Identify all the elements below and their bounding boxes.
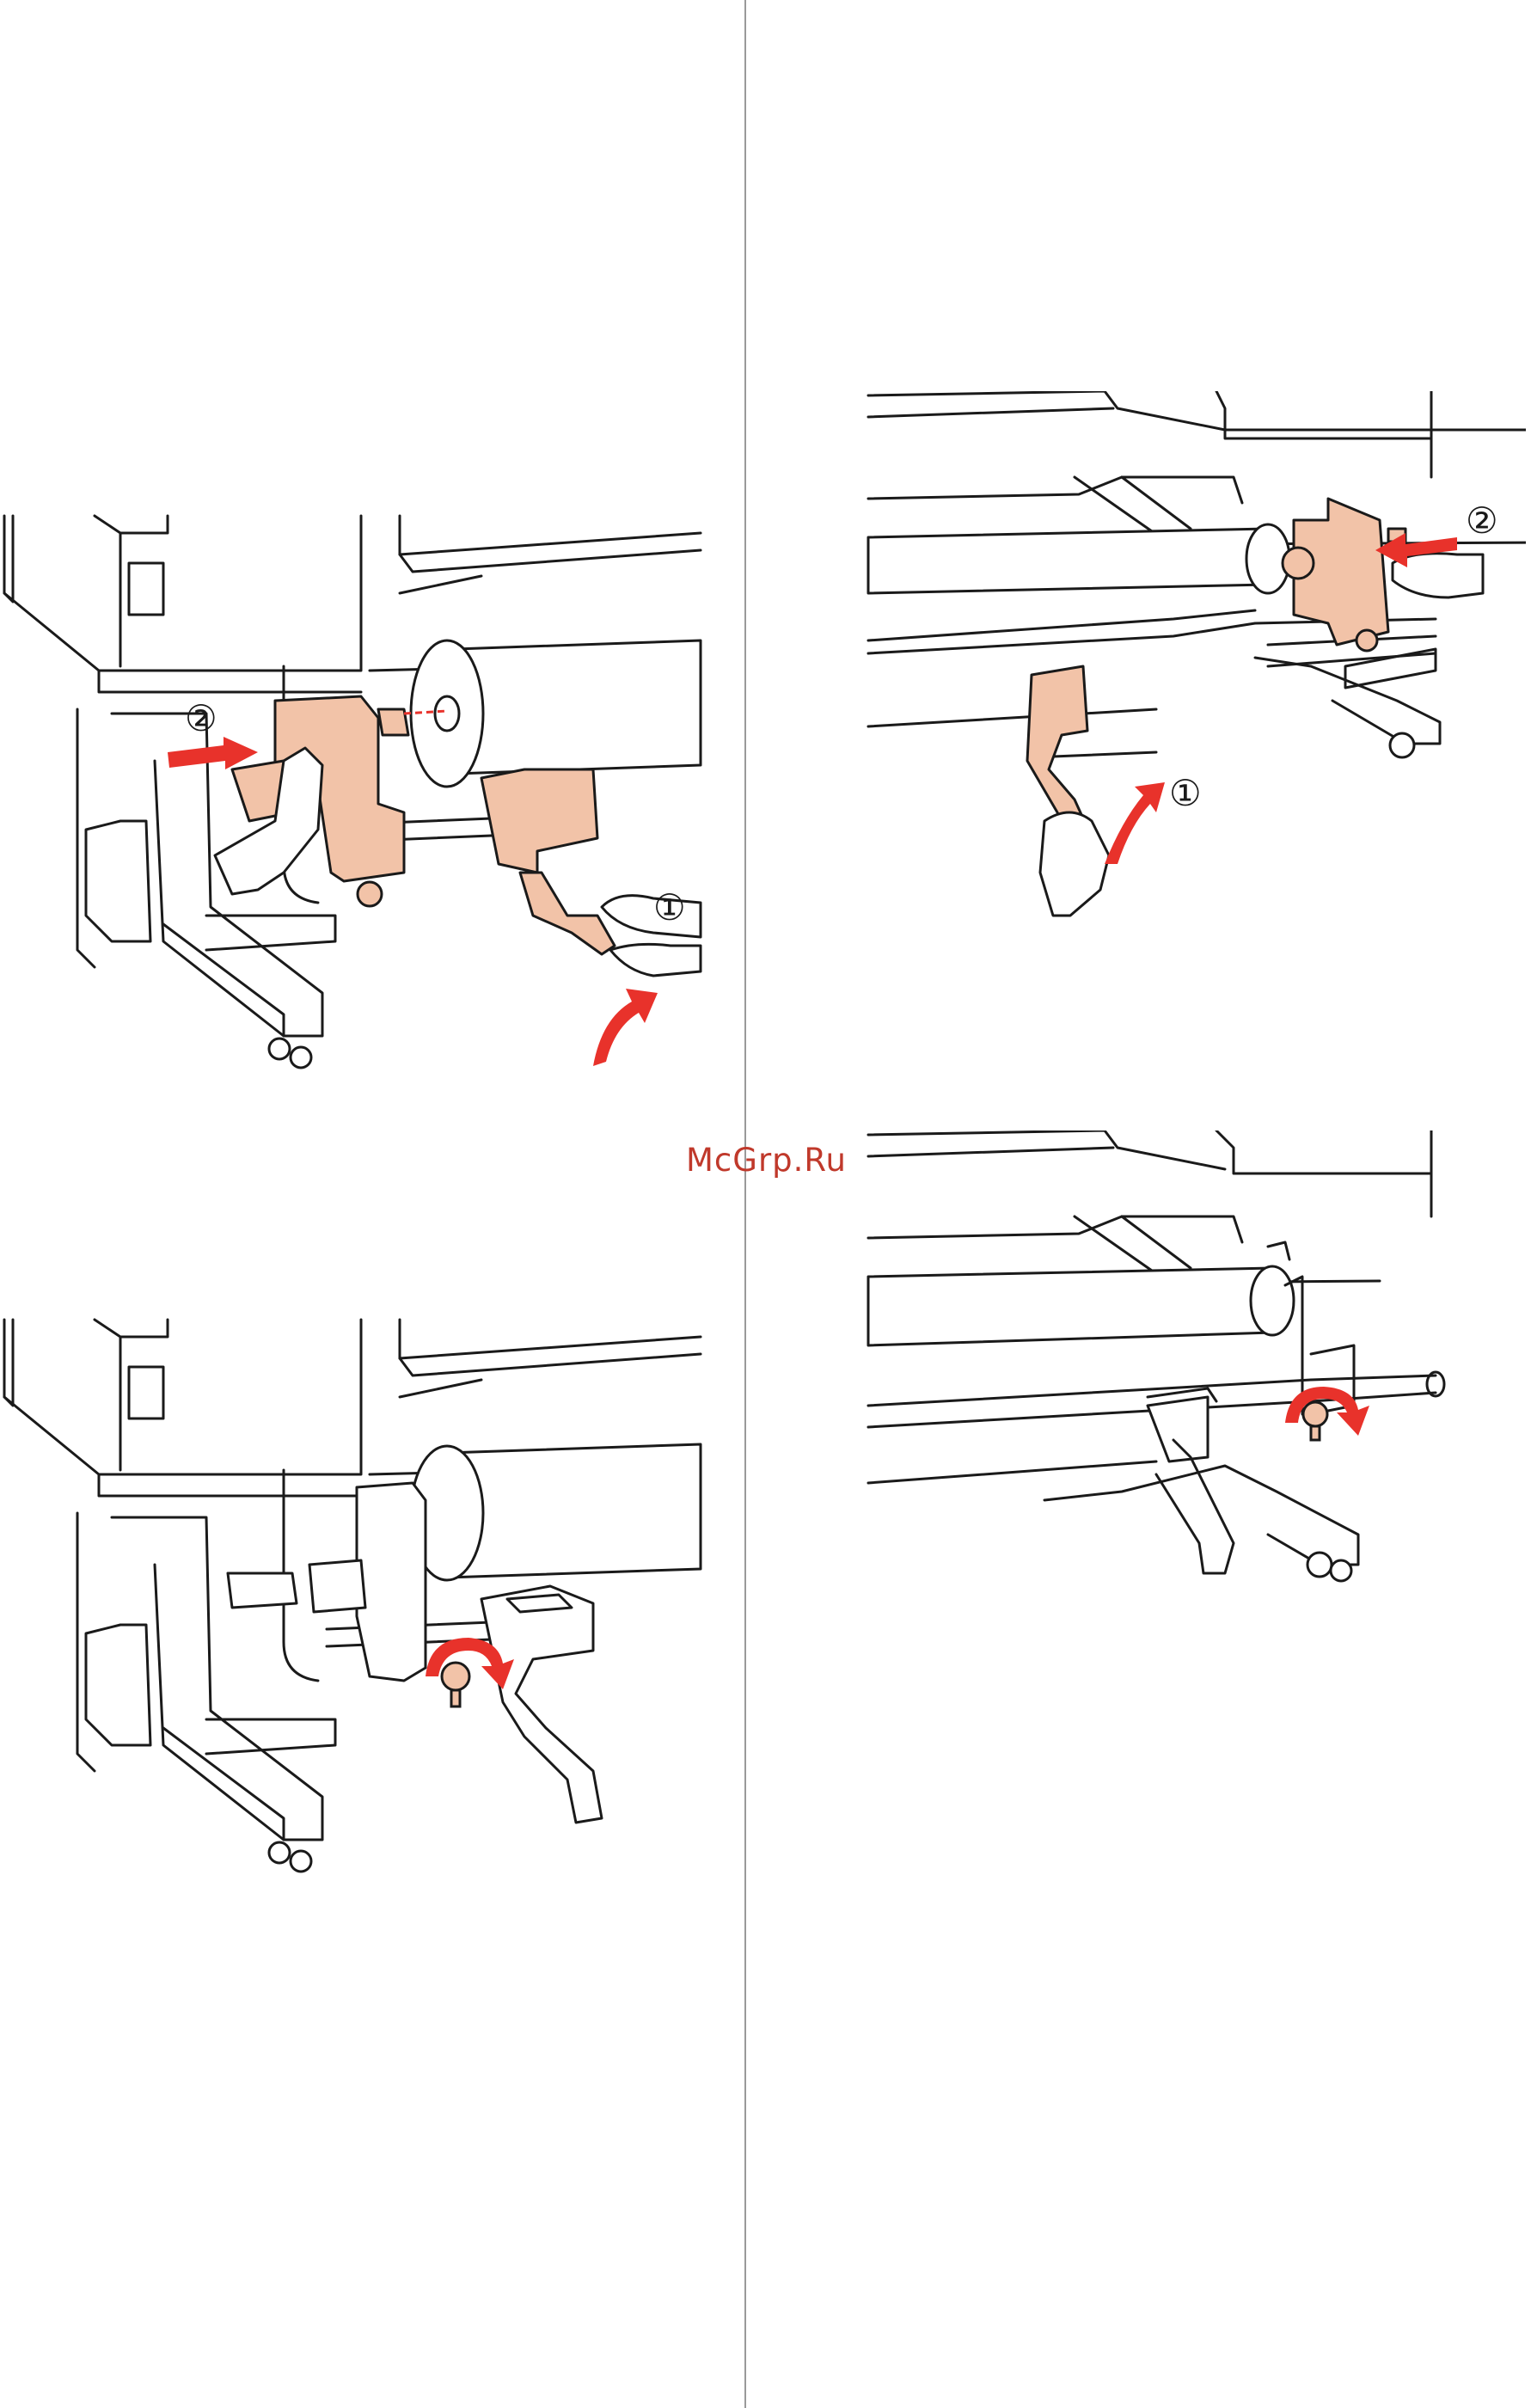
printer-roll-diagram-4 — [864, 1130, 1526, 1646]
screw-icon — [1303, 1402, 1327, 1440]
printer-roll-diagram-2: ② ① — [864, 391, 1526, 941]
roll-holder-right — [481, 1586, 602, 1823]
step-label-2: ② — [1466, 499, 1498, 542]
roll-holder-right — [481, 769, 615, 954]
illustration-attach-left-holder: ② ① — [0, 512, 705, 1152]
paper-roll — [868, 1268, 1272, 1345]
screw-icon — [442, 1663, 469, 1706]
paper-roll — [456, 640, 701, 774]
step-label-2: ② — [185, 697, 217, 739]
roll-holder-left — [357, 1483, 426, 1681]
printer-roll-diagram-1: ② ① — [0, 512, 705, 1152]
illustration-attach-right-holder: ② ① — [864, 391, 1526, 941]
watermark-text: McGrp.Ru — [686, 1142, 847, 1179]
illustration-tighten-left-screw — [0, 1315, 705, 1952]
roll-holder-right — [1283, 499, 1405, 651]
paper-roll — [447, 1444, 701, 1578]
column-divider — [744, 0, 746, 2408]
step-label-1: ① — [1169, 772, 1202, 814]
illustration-tighten-right-screw — [864, 1130, 1526, 1646]
paper-roll — [868, 529, 1268, 593]
step-label-1: ① — [653, 886, 686, 928]
printer-roll-diagram-3 — [0, 1315, 705, 1952]
printer-body-left — [4, 516, 361, 671]
